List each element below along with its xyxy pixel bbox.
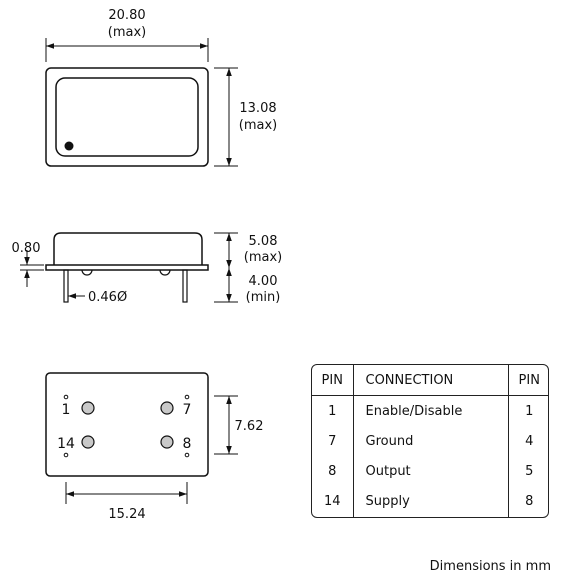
column-header: PIN [507,365,548,396]
column-header: PIN [312,365,353,396]
pin-lead-left [63,269,69,303]
standoff-bump [159,269,171,276]
body-height-note: (max) [244,250,282,265]
table-cell: Supply [352,486,508,517]
table-cell: 4 [507,426,548,457]
table-row: 7 Ground 4 [312,426,548,457]
pin-label: 8 [183,436,192,452]
package-body-side [53,232,203,265]
top-view: 20.80 (max) 13.08 (max) [45,8,277,167]
pin-pad [160,435,174,449]
pin-index-dot [184,394,190,400]
bottom-view: 1 7 14 8 7.62 15.24 [45,372,264,522]
pin-pad [81,401,95,415]
flange-value: 0.80 [12,241,41,256]
package-lid [55,77,199,157]
units-footnote: Dimensions in mm [429,559,551,574]
table-row: 1 Enable/Disable 1 [312,395,548,427]
table-cell: Ground [352,426,508,457]
pin-index-dot [184,452,190,458]
table-row: 8 Output 5 [312,456,548,487]
table-cell: 5 [507,456,548,487]
height-value: 13.08 [239,101,276,116]
pin-index-dot [63,394,69,400]
table-cell: Output [352,456,508,487]
standoff-bump [81,269,93,276]
width-value: 20.80 [108,8,145,23]
pin-length-value: 4.00 [249,274,278,289]
column-header: CONNECTION [352,365,508,396]
table-header-row: PIN CONNECTION PIN [312,365,548,396]
table-cell: 7 [328,433,337,449]
package-flange [45,264,209,271]
width-note: (max) [108,25,146,40]
pin-pad [81,435,95,449]
table-cell: 14 [323,494,341,510]
table-cell: 8 [328,464,337,480]
pin-connection-table: PIN CONNECTION PIN 1 Enable/Disable 1 7 … [311,364,549,518]
pin-label: 1 [62,402,71,418]
pin-index-dot [63,452,69,458]
pin-length-note: (min) [246,290,281,305]
table-cell: 1 [328,403,337,419]
pin-label: 14 [57,436,75,452]
height-note: (max) [239,118,277,133]
package-outline [45,67,209,167]
pin-lead-right [182,269,188,303]
table-cell: Enable/Disable [352,395,508,427]
pin-dia-value: 0.46Ø [88,290,127,305]
table-cell: 8 [507,486,548,517]
pin-pad [160,401,174,415]
side-view: 0.80 0.46Ø 5.08 (max) 4.00 (min) [12,232,282,305]
row-spacing-value: 7.62 [235,419,264,434]
package-outline-bottom [45,372,209,477]
pin-label: 7 [183,402,192,418]
pin1-marker-dot [64,141,74,151]
table-cell: 1 [507,395,548,427]
body-height-value: 5.08 [249,234,278,249]
table-row: 14 Supply 8 [312,486,548,517]
col-spacing-value: 15.24 [108,507,145,522]
